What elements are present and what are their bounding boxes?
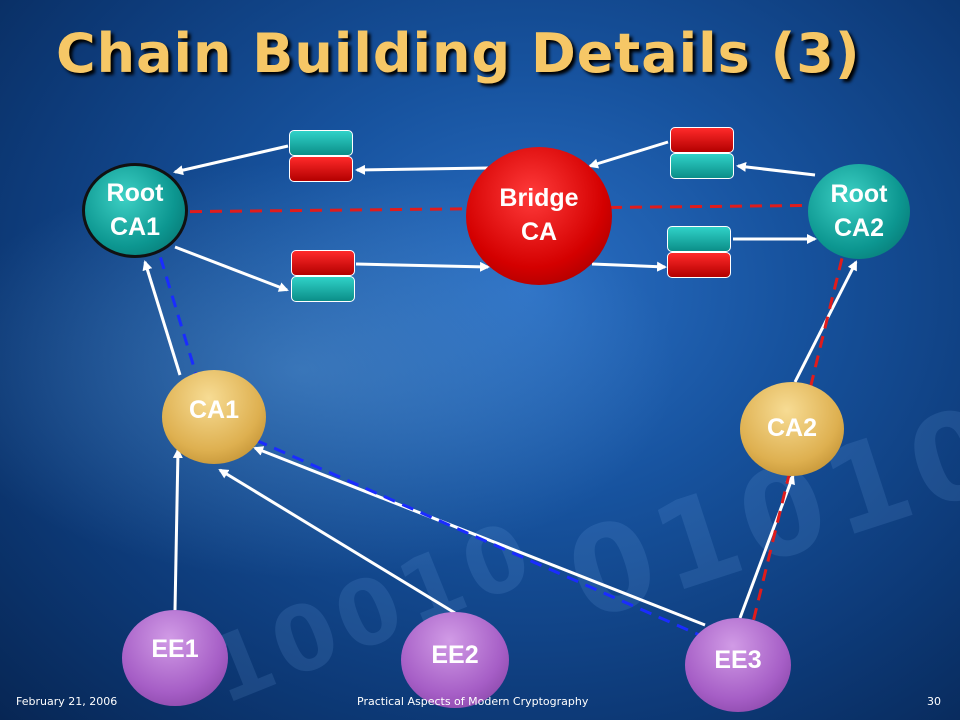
arrow-cert-to-bridge-lower (355, 261, 490, 272)
arrow-ee1-to-ca1 (172, 448, 183, 611)
arrow-cert-to-bridge-top-right (588, 140, 669, 169)
footer-course-title: Practical Aspects of Modern Cryptography (357, 695, 589, 708)
cross-cert-red (289, 156, 353, 182)
footer-page-number: 30 (927, 695, 941, 708)
ee3-label: EE3 (714, 646, 762, 675)
root-ca1-node: Root CA1 (82, 163, 188, 258)
arrow-ee3-to-ca1 (253, 446, 706, 627)
arrow-rootca2-to-cert-top (736, 161, 816, 177)
cross-cert-teal (291, 276, 355, 302)
arrow-bridge-to-cert-top-left (355, 164, 489, 175)
arrow-bridge-to-cert-lower-right (591, 261, 667, 272)
bridge-ca-label: Bridge CA (499, 184, 579, 246)
cross-cert-teal (289, 130, 353, 156)
arrow-cert-to-rootca1-top (173, 144, 289, 176)
cross-cert-red (291, 250, 355, 276)
cross-cert-teal (667, 226, 731, 252)
ee1-label: EE1 (151, 635, 199, 664)
root-ca2-node: Root CA2 (808, 164, 910, 259)
ca1-label: CA1 (188, 396, 239, 425)
ee3-node: EE3 (685, 618, 791, 712)
cross-cert-red (667, 252, 731, 278)
arrow-ca1-to-rootca1 (142, 260, 182, 376)
ca1-node: CA1 (162, 370, 266, 464)
arrow-ee2-to-ca1 (218, 468, 456, 615)
bridge-ca-node: Bridge CA (466, 147, 612, 285)
root-ca2-label: Root CA2 (830, 179, 888, 242)
cross-cert-red (670, 127, 734, 153)
ee2-node: EE2 (401, 612, 509, 708)
arrow-rootca1-to-cert-lower (174, 245, 289, 292)
root-ca1-label: Root CA1 (106, 178, 164, 241)
ee2-label: EE2 (431, 641, 479, 670)
ca2-label: CA2 (766, 414, 817, 443)
ee1-node: EE1 (122, 610, 228, 706)
slide-title: Chain Building Details (3) (56, 22, 861, 85)
footer-date: February 21, 2006 (16, 695, 118, 708)
ca2-node: CA2 (740, 382, 844, 476)
cross-cert-teal (670, 153, 734, 179)
